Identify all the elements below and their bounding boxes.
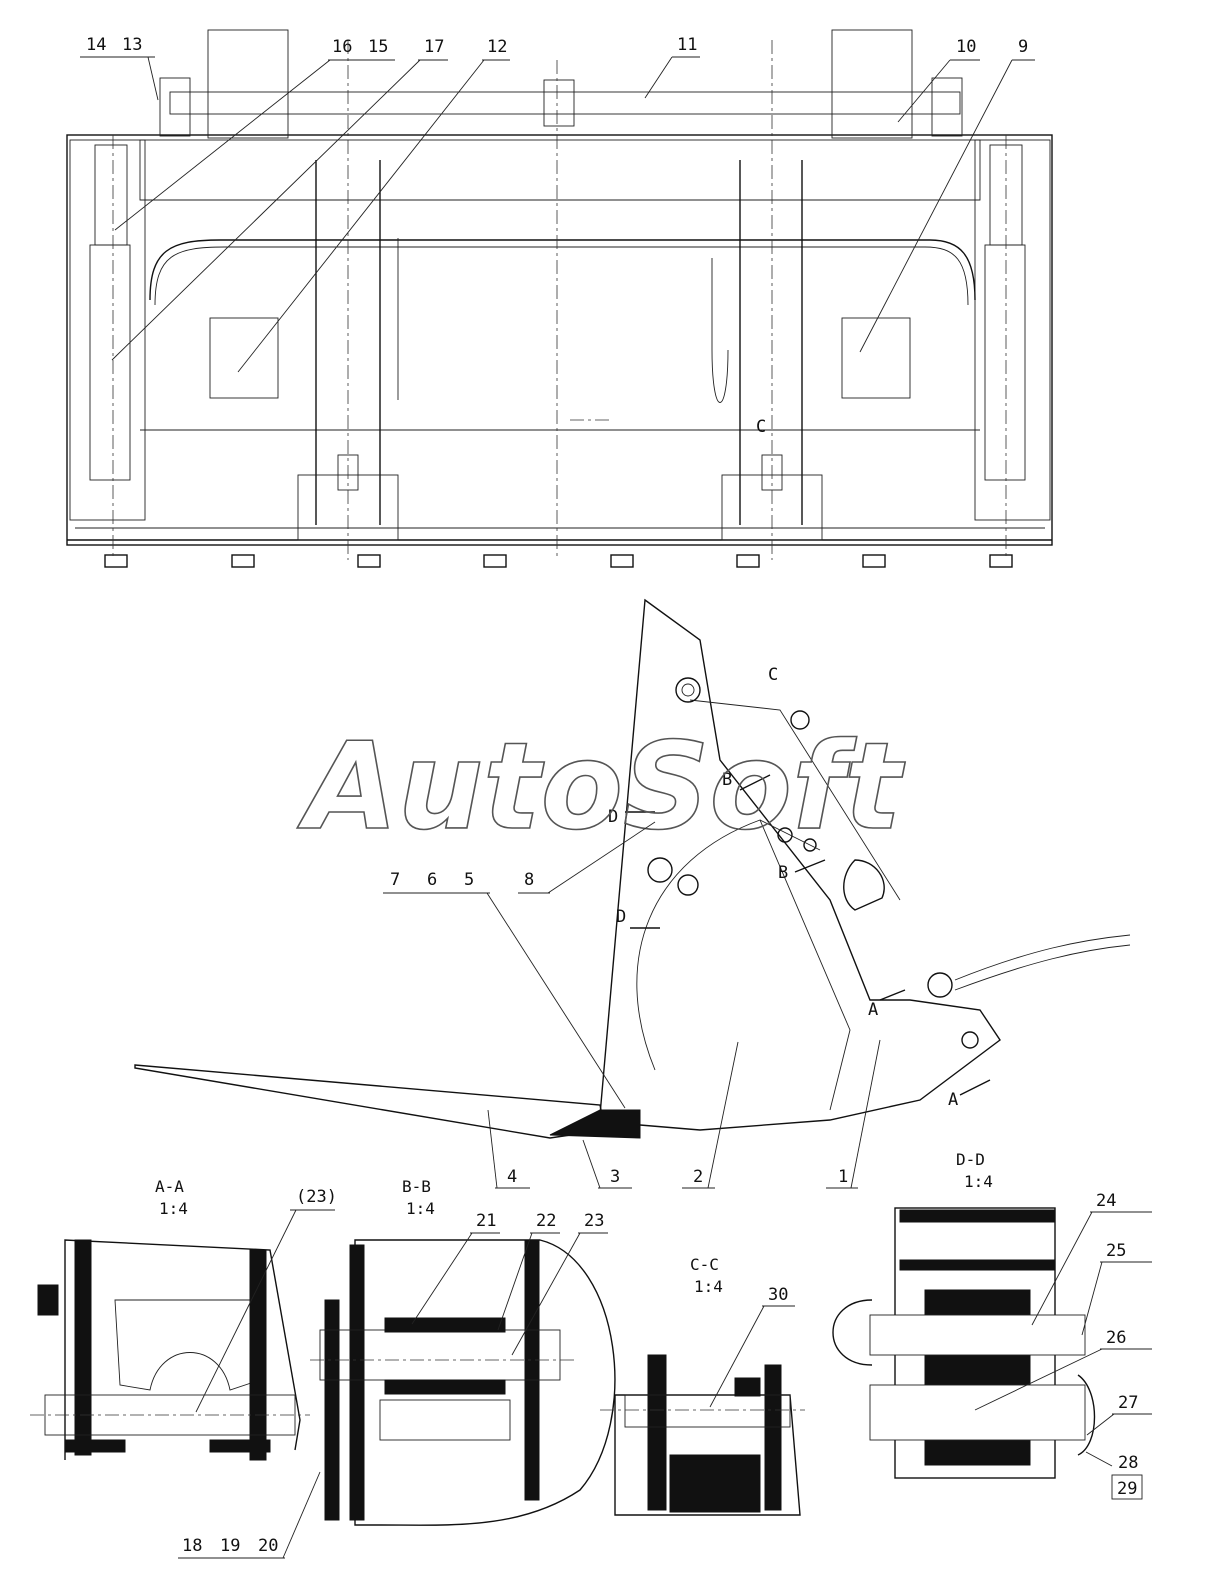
callout-14: 14 (86, 35, 106, 55)
callout-12: 12 (487, 37, 507, 57)
section-b-title: B-B (402, 1177, 431, 1196)
section-a-outline (64, 1239, 301, 1460)
cut-letter-d-bottom: D (616, 907, 626, 927)
bottom-teeth (104, 554, 1013, 568)
section-c-title: C-C (690, 1255, 719, 1274)
callout-28: 28 (1118, 1453, 1138, 1473)
left-mount-bracket (207, 29, 289, 139)
section-c-scale: 1:4 (694, 1277, 723, 1296)
callout-3: 3 (610, 1167, 620, 1187)
section-d-scale: 1:4 (964, 1172, 993, 1191)
section-b-scale: 1:4 (406, 1199, 435, 1218)
section-b-b: B-B 1:4 (310, 1177, 616, 1526)
cut-letter-b-top: B (722, 770, 732, 790)
cut-letter-b-bottom: B (778, 863, 788, 883)
callout-24: 24 (1096, 1191, 1116, 1211)
top-beam (139, 139, 981, 201)
callout-20: 20 (258, 1536, 278, 1556)
callout-5: 5 (464, 870, 474, 890)
callout-2: 2 (693, 1167, 703, 1187)
hydraulic-hose (149, 239, 976, 301)
callout-8: 8 (524, 870, 534, 890)
callout-17: 17 (424, 37, 444, 57)
cut-letter-c-bottom: C (756, 417, 766, 437)
callout-13: 13 (122, 35, 142, 55)
callout-9: 9 (1018, 37, 1028, 57)
callout-23: 23 (584, 1211, 604, 1231)
top-shaft (169, 91, 961, 115)
cut-letter-a-bottom: A (948, 1090, 958, 1110)
callout-27: 27 (1118, 1393, 1138, 1413)
callout-7: 7 (390, 870, 400, 890)
right-cylinder (984, 244, 1026, 481)
callout-6: 6 (427, 870, 437, 890)
callout-22: 22 (536, 1211, 556, 1231)
section-a-scale: 1:4 (159, 1199, 188, 1218)
callout-4: 4 (507, 1167, 517, 1187)
callout-10: 10 (956, 37, 976, 57)
cutting-edge (549, 1109, 641, 1139)
callout-16: 16 (332, 37, 352, 57)
frame-outline (66, 134, 1053, 546)
callout-1: 1 (838, 1167, 848, 1187)
section-a-a: A-A 1:4 (30, 1177, 310, 1461)
cut-letter-a-top: A (868, 1000, 878, 1020)
callout-18: 18 (182, 1536, 202, 1556)
callout-25: 25 (1106, 1241, 1126, 1261)
cut-letter-c-top: C (768, 665, 778, 685)
watermark-text: AutoSoft (297, 718, 906, 857)
section-b-outline (354, 1239, 616, 1526)
callout-23-reference: (23) (296, 1187, 337, 1207)
right-drum (841, 317, 911, 399)
section-c-c: C-C 1:4 (600, 1255, 805, 1516)
left-cylinder (89, 244, 131, 481)
callout-30: 30 (768, 1285, 788, 1305)
left-drum (209, 317, 279, 399)
callout-26: 26 (1106, 1328, 1126, 1348)
cut-letter-d-top: D (608, 807, 618, 827)
section-d-d: D-D 1:4 (832, 1150, 1096, 1479)
section-d-title: D-D (956, 1150, 985, 1169)
callout-29: 29 (1117, 1479, 1137, 1499)
callout-19: 19 (220, 1536, 240, 1556)
section-a-title: A-A (155, 1177, 184, 1196)
side-view (134, 419, 1131, 1139)
top-view (66, 29, 1053, 568)
callout-11: 11 (677, 35, 697, 55)
section-cut-marks: A A B B C C D D (608, 417, 991, 1110)
callout-21: 21 (476, 1211, 496, 1231)
callout-15: 15 (368, 37, 388, 57)
bucket-side-plate (599, 598, 1001, 1131)
right-mount-bracket (831, 29, 913, 139)
fork-tine (134, 1064, 606, 1139)
callouts: 14 13 16 15 17 12 11 10 9 7 6 5 8 4 3 (80, 35, 1152, 1559)
